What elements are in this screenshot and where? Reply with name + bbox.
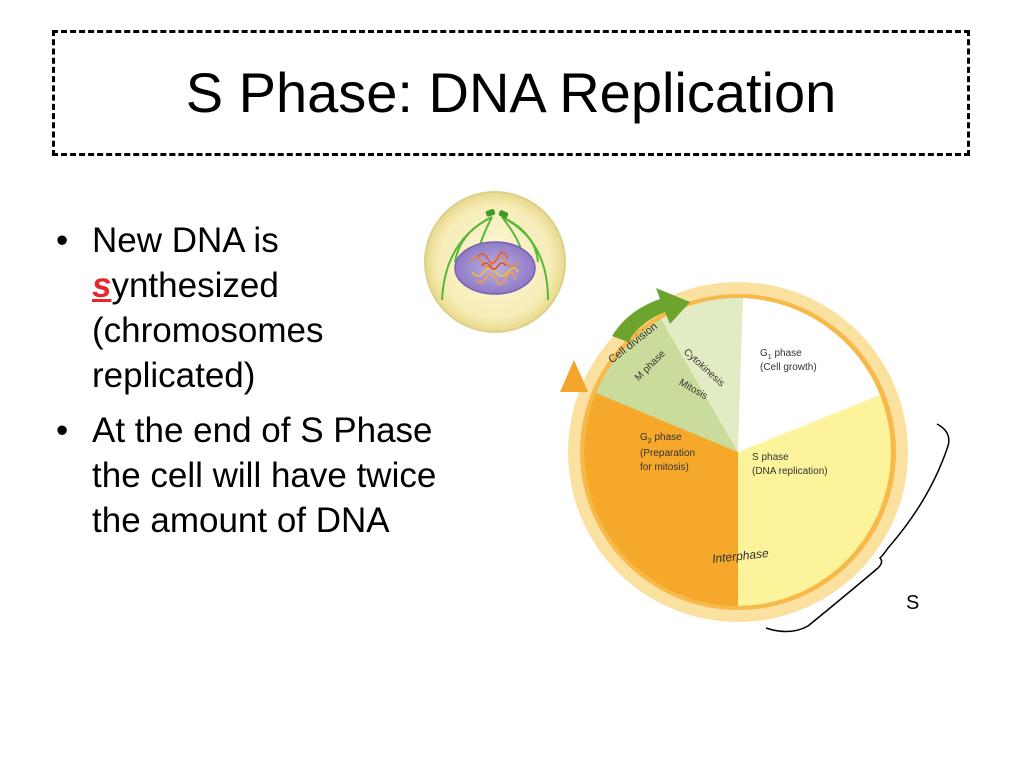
bullet-line: replicated)	[92, 356, 256, 395]
bullet-line-synthesized: synthesized	[92, 263, 556, 308]
dividing-cell-illustration	[424, 191, 566, 333]
m-phase-sector	[596, 319, 738, 452]
g2-phase-desc: for mitosis)	[640, 462, 689, 473]
highlight-letter-s: s	[92, 266, 112, 305]
bullet-item-twice-dna: • At the end of S Phase the cell will ha…	[56, 408, 556, 543]
chromatin	[469, 251, 519, 286]
g1-phase-sector	[738, 298, 880, 452]
s-phase-desc: (DNA replication)	[752, 466, 828, 477]
bullet-list: • New DNA is synthesized (chromosomes re…	[56, 218, 556, 543]
cytokinesis-sector	[661, 297, 743, 452]
g2-phase-sector	[584, 393, 738, 606]
s-phase-brace	[765, 423, 950, 633]
bullet-line: the amount of DNA	[92, 501, 390, 540]
s-phase-sector	[738, 395, 891, 606]
slide-title: S Phase: DNA Replication	[185, 61, 837, 124]
bullet-marker: •	[56, 411, 69, 450]
g2-phase-label: G2 phase	[640, 432, 682, 445]
centriole	[485, 209, 496, 217]
title-box: S Phase: DNA Replication	[52, 30, 970, 156]
g1-phase-label: G1 phase	[760, 348, 802, 361]
bullet-line: At the end of S Phase	[92, 411, 433, 450]
s-phase-label: S phase	[752, 452, 789, 463]
cell-division-arrow	[612, 288, 690, 342]
g2-phase-desc: (Preparation	[640, 448, 695, 459]
centriole	[498, 210, 509, 219]
bullet-line: (chromosomes	[92, 311, 324, 350]
brace-label: S	[906, 592, 919, 614]
cell-cycle-diagram: Cell division M phase Cytokinesis Mitosi…	[560, 282, 908, 622]
bullet-line: New DNA is	[92, 221, 279, 260]
bullet-line: the cell will have twice	[92, 456, 437, 495]
bullet-marker: •	[56, 221, 69, 260]
bullet-text: ynthesized	[111, 266, 279, 305]
cycle-arrow-head	[560, 360, 588, 392]
bullet-item-synthesized: • New DNA is synthesized (chromosomes re…	[56, 218, 556, 398]
g1-phase-desc: (Cell growth)	[760, 362, 817, 373]
interphase-label: Interphase	[711, 546, 769, 566]
